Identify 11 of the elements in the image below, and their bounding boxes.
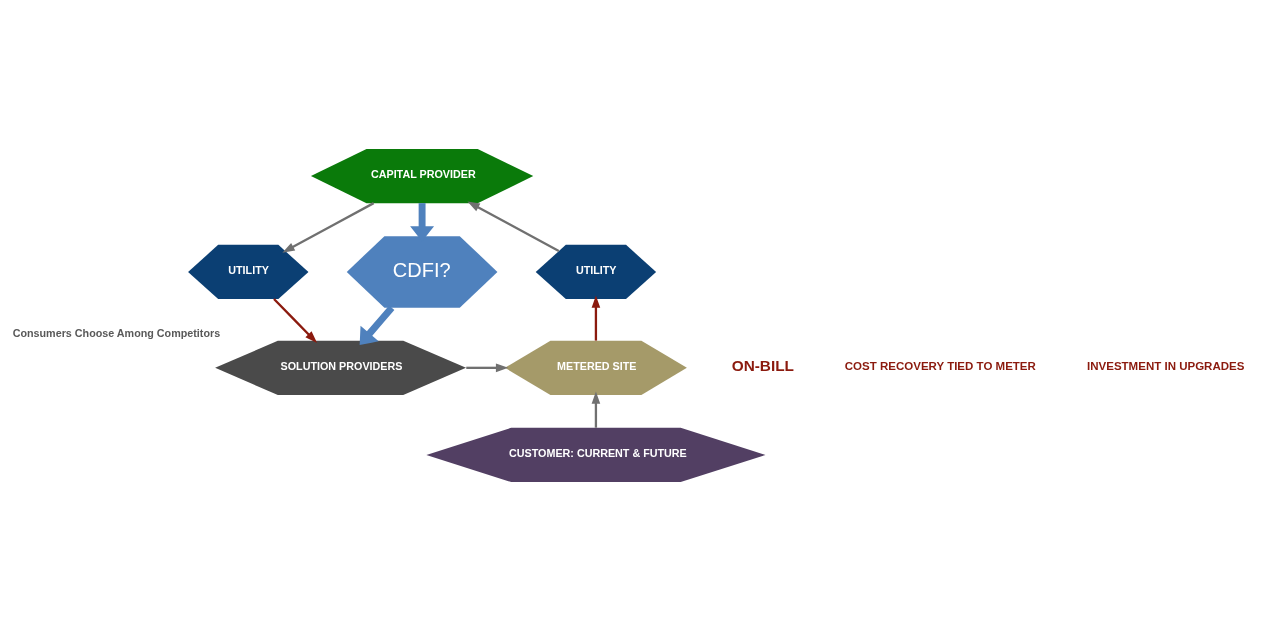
- arrow: [591, 295, 601, 341]
- label: ON-BILL: [731, 356, 795, 374]
- node-label: Consumers Choose Among Competitors: [12, 326, 221, 339]
- arrow: [467, 200, 560, 252]
- label: COST RECOVERY TIED TO METER: [844, 359, 1036, 372]
- arrow: [282, 201, 375, 253]
- arrow: [591, 390, 601, 428]
- arrow: [359, 305, 395, 345]
- arrow: [273, 297, 318, 343]
- label: INVESTMENT IN UPGRADES: [1087, 359, 1245, 372]
- arrow: [466, 363, 509, 372]
